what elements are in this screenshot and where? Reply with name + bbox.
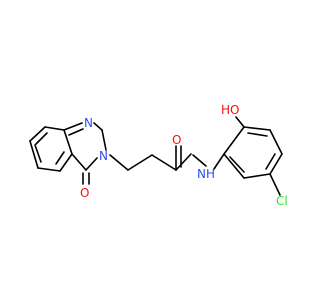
oxygen-label: O xyxy=(172,133,181,147)
bond-inner xyxy=(265,153,276,170)
bond xyxy=(85,157,98,171)
bond xyxy=(151,154,177,171)
bond xyxy=(269,153,283,175)
amide-nh-label: NH xyxy=(197,167,215,181)
bond xyxy=(29,126,46,142)
chain xyxy=(109,145,207,171)
pyrimidinone-ring xyxy=(63,122,107,185)
bond xyxy=(192,154,207,167)
bond xyxy=(101,129,107,151)
phenyl-ring xyxy=(213,116,283,196)
bond xyxy=(243,126,271,131)
bond xyxy=(44,126,65,131)
bond-inner xyxy=(247,132,268,137)
bond xyxy=(175,153,192,171)
bond xyxy=(223,153,245,179)
bond xyxy=(243,173,271,179)
bond xyxy=(29,140,39,169)
bond-inner xyxy=(229,156,245,173)
hydroxy-label: HO xyxy=(221,103,239,117)
bond-inner xyxy=(55,151,65,165)
bond xyxy=(59,153,73,172)
bond xyxy=(63,122,83,131)
bond xyxy=(269,129,283,155)
bond xyxy=(235,116,245,128)
nitrogen-label: N xyxy=(99,149,108,163)
bond-inner xyxy=(34,144,42,163)
benzo-ring xyxy=(29,126,73,172)
bond-inner xyxy=(68,128,84,136)
molecule-structure: N N O O NH HO Cl xyxy=(29,103,288,208)
bond-inner xyxy=(35,132,48,145)
bond xyxy=(127,154,153,171)
bond xyxy=(37,167,61,172)
bond xyxy=(109,154,129,171)
bond xyxy=(269,173,281,196)
bond xyxy=(213,153,225,170)
oxygen-label: O xyxy=(80,186,89,200)
bond xyxy=(223,126,245,155)
bond xyxy=(71,153,87,171)
nitrogen-label: N xyxy=(84,116,93,130)
chlorine-label: Cl xyxy=(276,194,288,208)
bond xyxy=(63,129,73,155)
bond xyxy=(93,122,103,131)
